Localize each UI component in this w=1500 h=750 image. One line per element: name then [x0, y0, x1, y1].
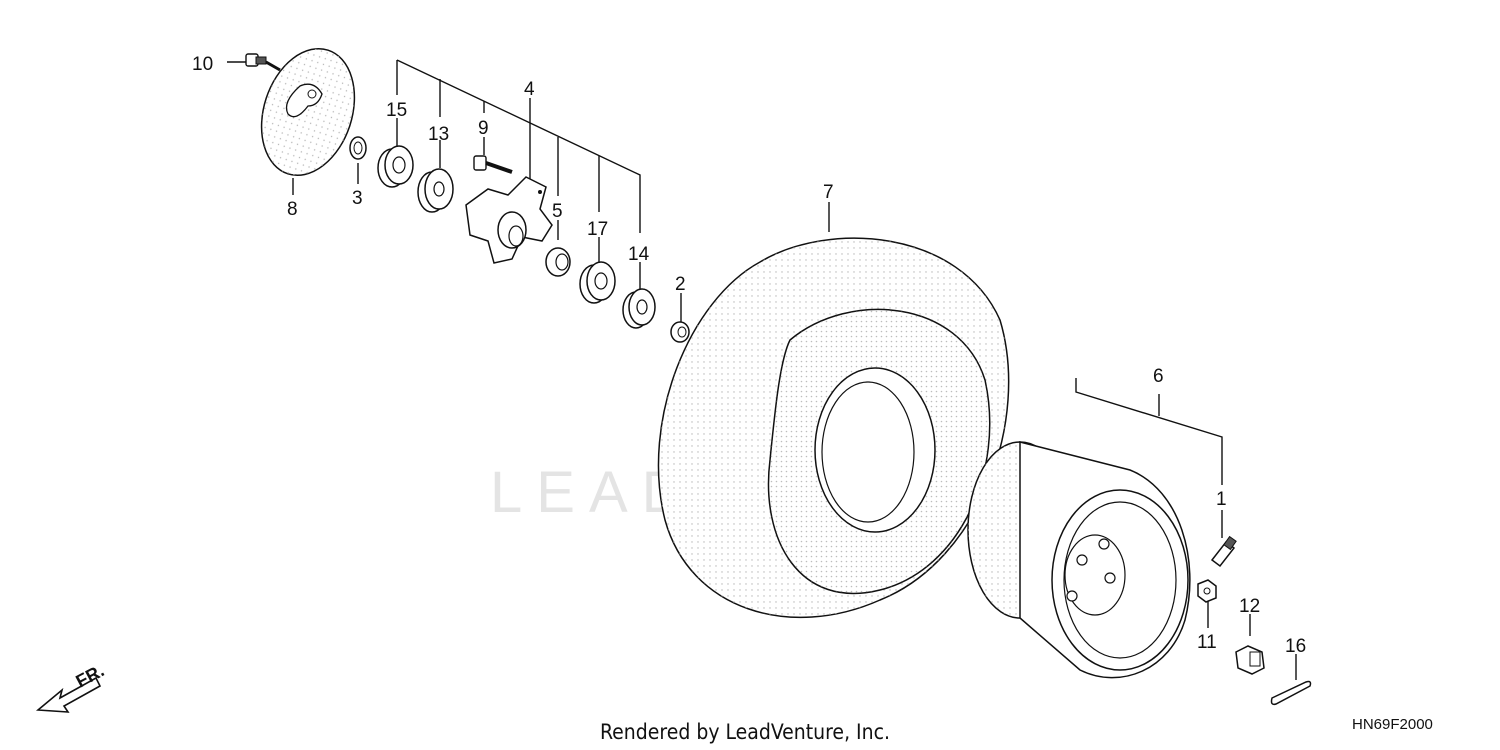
- callout-5: 5: [552, 201, 563, 222]
- callout-2: 2: [675, 274, 686, 295]
- callout-12: 12: [1239, 596, 1260, 617]
- rendered-by-caption: Rendered by LeadVenture, Inc.: [600, 720, 890, 744]
- callout-1: 1: [1216, 489, 1227, 510]
- callout-7: 7: [823, 182, 834, 203]
- bracket-wheel-group: [1075, 378, 1223, 485]
- bearing-13[interactable]: [417, 168, 454, 213]
- bearing-15[interactable]: [377, 145, 414, 188]
- callout-3: 3: [352, 188, 363, 209]
- wheel-rim[interactable]: [967, 441, 1191, 679]
- leader-lines: [227, 61, 1297, 680]
- callout-8: 8: [287, 199, 298, 220]
- diagram-code: HN69F2000: [1352, 716, 1433, 733]
- callout-10: 10: [192, 54, 213, 75]
- callout-13: 13: [428, 124, 449, 145]
- callout-17: 17: [587, 219, 608, 240]
- collar[interactable]: [349, 136, 367, 160]
- side-collar[interactable]: [670, 321, 690, 343]
- tire-valve[interactable]: [1210, 535, 1237, 568]
- bearing-17[interactable]: [579, 261, 616, 304]
- callout-9: 9: [478, 118, 489, 139]
- bracket-hub-group: [396, 59, 641, 233]
- callout-14: 14: [628, 244, 650, 265]
- callout-11: 11: [1197, 632, 1217, 653]
- bearing-14[interactable]: [622, 288, 656, 329]
- flange-bolt[interactable]: [245, 53, 281, 72]
- direction-label: FR.: [72, 660, 107, 691]
- cotter-pin[interactable]: [1270, 680, 1312, 706]
- callout-4: 4: [524, 79, 535, 100]
- castle-nut[interactable]: [1235, 645, 1265, 675]
- wheel-nut[interactable]: [1197, 579, 1217, 603]
- callout-labels: 10 8 3 15 13 9 4 5 17 14 2 7 6 1 11 12 1…: [192, 54, 1306, 657]
- callout-16: 16: [1285, 636, 1306, 657]
- hub-bolt[interactable]: [473, 155, 513, 174]
- brake-disc[interactable]: [246, 37, 370, 188]
- distance-collar[interactable]: [545, 247, 571, 277]
- tire[interactable]: [657, 237, 1010, 619]
- wheel-hub[interactable]: [465, 176, 553, 264]
- callout-15: 15: [386, 100, 407, 121]
- callout-6: 6: [1153, 366, 1164, 387]
- front-direction-arrow: FR.: [35, 660, 107, 713]
